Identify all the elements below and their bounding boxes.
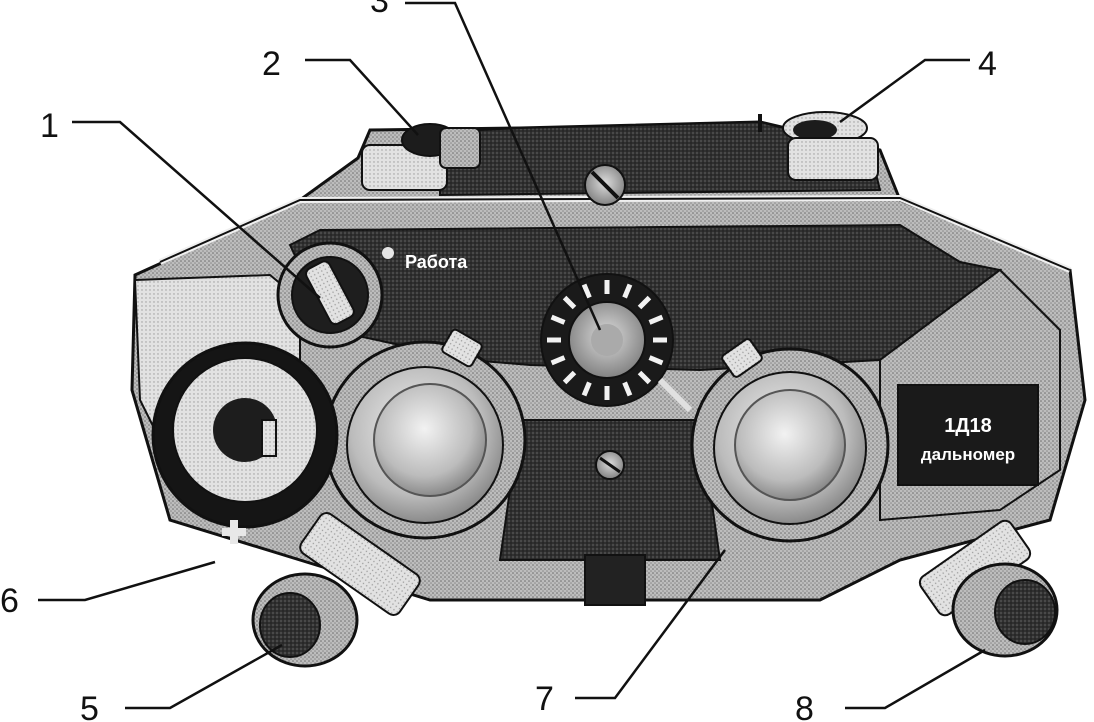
- leader-5: [125, 643, 283, 710]
- center-dial: [540, 273, 693, 413]
- plus-icon: [222, 520, 246, 544]
- callout-1: 1: [40, 107, 59, 145]
- leader-lines: [38, 1, 986, 710]
- right-lens: [690, 338, 890, 543]
- top-right-knob: [758, 111, 879, 181]
- dial-tick: [648, 314, 664, 325]
- bottom-left-knob: [251, 512, 421, 668]
- leader-3: [405, 1, 602, 331]
- top-left-knob: [361, 123, 481, 191]
- dial-tick: [637, 295, 652, 310]
- callout-6: 6: [0, 582, 19, 620]
- leader-1: [72, 120, 321, 299]
- dial-tick: [550, 355, 566, 366]
- name-plate: 1Д18 дальномер: [897, 384, 1039, 486]
- callout-5: 5: [80, 690, 99, 722]
- callout-3: 3: [370, 0, 389, 20]
- left-lens: [323, 328, 527, 540]
- dial-tick: [562, 370, 577, 385]
- dial-tick: [622, 381, 633, 397]
- indicator-label: Работа: [405, 252, 468, 272]
- leader-6: [38, 560, 216, 602]
- callout-7: 7: [535, 680, 554, 718]
- leader-7: [575, 549, 727, 700]
- dial-tick: [581, 381, 592, 397]
- leader-4: [839, 58, 970, 124]
- plate-model: 1Д18: [944, 415, 992, 437]
- left-aux-eyepiece: [151, 341, 339, 544]
- leader-2: [305, 58, 419, 136]
- top-screw: [584, 164, 626, 206]
- callout-2: 2: [262, 45, 281, 83]
- center-screw: [595, 450, 625, 480]
- leader-8: [845, 648, 986, 710]
- bottom-right-knob: [918, 519, 1059, 658]
- dial-tick: [622, 283, 633, 299]
- dial-tick: [550, 314, 566, 325]
- dial-tick: [562, 295, 577, 310]
- callout-4: 4: [978, 45, 997, 83]
- mode-switch: [276, 241, 394, 349]
- dial-tick: [648, 355, 664, 366]
- dial-tick: [581, 283, 592, 299]
- plate-name: дальномер: [921, 445, 1015, 464]
- callout-8: 8: [795, 690, 814, 722]
- dial-tick: [637, 370, 652, 385]
